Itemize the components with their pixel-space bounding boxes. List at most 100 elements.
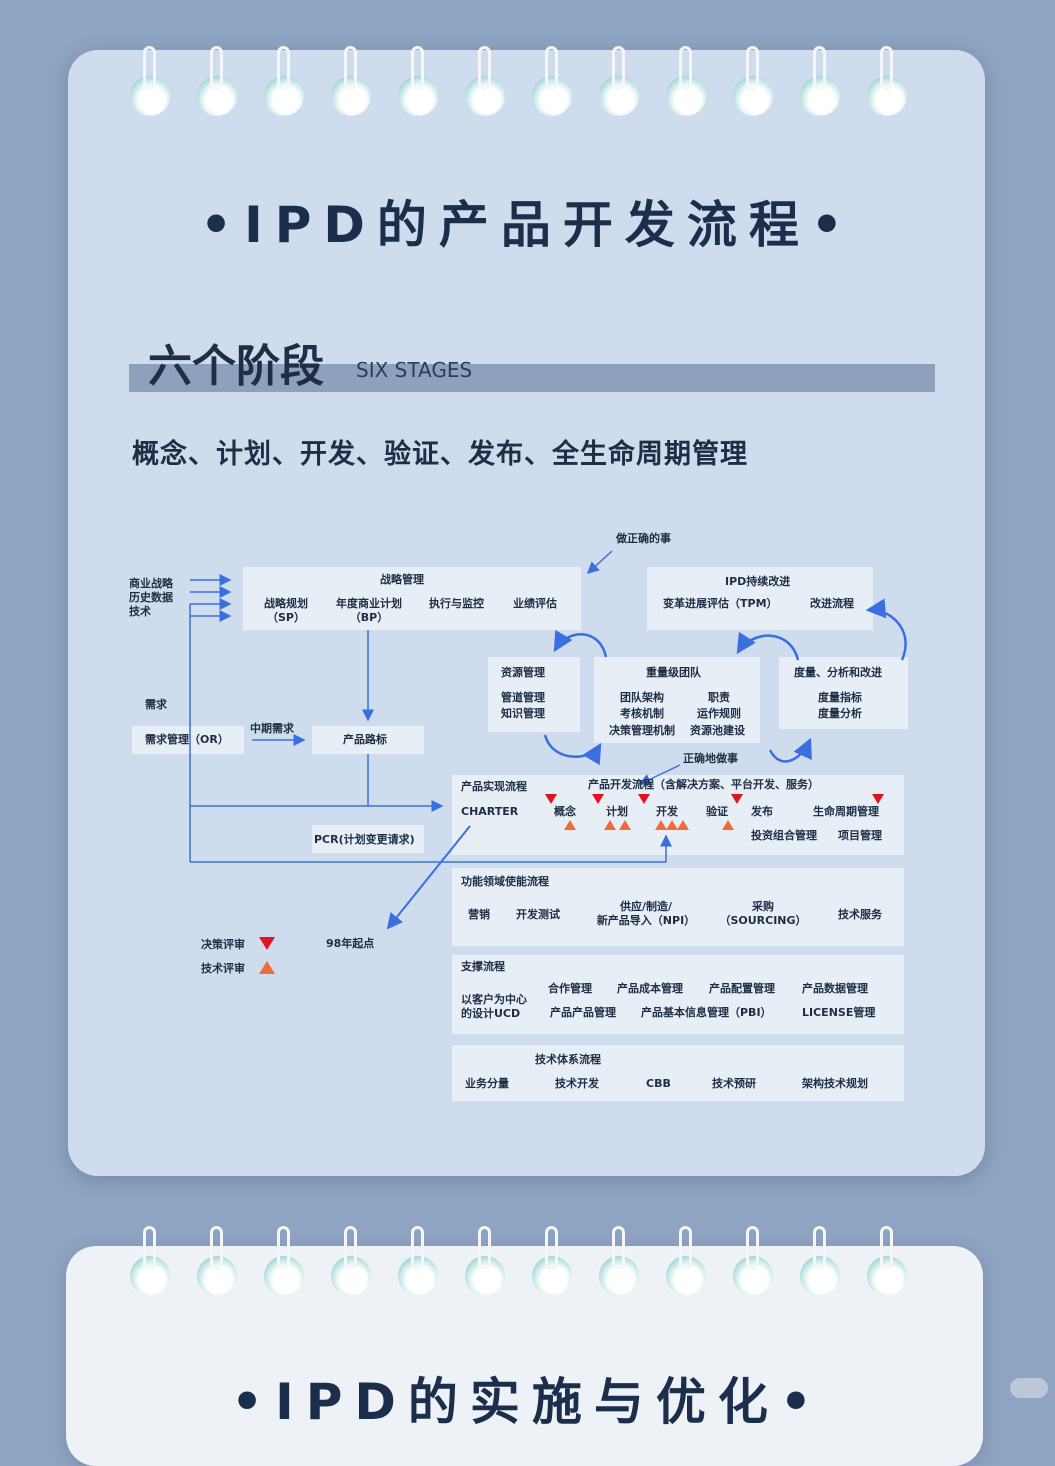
tech-item: 技术开发: [555, 1077, 599, 1090]
roadmap-label: 产品路标: [343, 733, 387, 746]
phase-label: 概念: [554, 805, 576, 818]
tech-item: CBB: [646, 1077, 671, 1090]
tech-review-icon: [655, 820, 667, 830]
pcr-label: PCR(计划变更请求): [314, 833, 415, 846]
support-item: 以客户为中心 的设计UCD: [461, 993, 527, 1020]
tech-review-icon: [619, 820, 631, 830]
start-98-label: 98年起点: [326, 937, 375, 950]
ring-icon: [331, 1226, 371, 1296]
legend-tech-icon: [259, 961, 275, 974]
product-flow-box: [452, 775, 904, 855]
decision-review-icon: [545, 794, 557, 804]
ipd-improve-box: [647, 567, 873, 630]
heavy-team-box: [594, 657, 760, 743]
heavy-team-item: 职责: [708, 691, 730, 704]
ipd-improve-item: 改进流程: [810, 597, 854, 610]
tech-item: 架构技术规划: [802, 1077, 868, 1090]
tech-item: 业务分量: [465, 1077, 509, 1090]
tech-flow-title: 技术体系流程: [535, 1053, 601, 1066]
diagram-connectors: [189, 550, 907, 930]
function-flow-title: 功能领域使能流程: [461, 875, 549, 888]
ring-icon: [867, 46, 907, 116]
ring-icon: [666, 1226, 706, 1296]
ring-icon: [264, 1226, 304, 1296]
ring-icon: [733, 1226, 773, 1296]
ring-icon: [331, 46, 371, 116]
measure-box: [779, 657, 908, 729]
tech-flow-box: [452, 1045, 904, 1101]
function-item: 供应/制造/ 新产品导入（NPI）: [596, 900, 696, 927]
measure-item: 度量指标: [818, 691, 862, 704]
pcr-box: [312, 825, 424, 853]
strategy-item: 业绩评估: [513, 597, 557, 610]
tech-review-icon: [722, 820, 734, 830]
ring-icon: [599, 1226, 639, 1296]
do-things-right-label: 正确地做事: [683, 752, 738, 765]
legend-tech-label: 技术评审: [201, 962, 245, 975]
heavy-team-item: 决策管理机制: [609, 724, 675, 737]
measure-title: 度量、分析和改进: [794, 666, 882, 679]
strategy-item: 年度商业计划 （BP）: [336, 597, 402, 624]
ring-icon: [465, 1226, 505, 1296]
ring-icon: [465, 46, 505, 116]
resource-box: [488, 657, 580, 732]
do-right-things-label: 做正确的事: [616, 532, 671, 545]
resource-item: 管道管理: [501, 691, 545, 704]
support-item: 产品成本管理: [617, 982, 683, 995]
product-extra-item: 项目管理: [838, 829, 882, 842]
heavy-team-item: 团队架构: [620, 691, 664, 704]
support-item: 产品数据管理: [802, 982, 868, 995]
phase-label: 验证: [706, 805, 728, 818]
ring-icon: [666, 46, 706, 116]
heavy-team-title: 重量级团队: [646, 666, 701, 679]
ring-icon: [197, 1226, 237, 1296]
decision-review-icon: [638, 794, 650, 804]
support-item: 合作管理: [548, 982, 592, 995]
ring-icon: [197, 46, 237, 116]
ring-icon: [398, 46, 438, 116]
phase-label: 生命周期管理: [813, 805, 879, 818]
tech-review-icon: [564, 820, 576, 830]
ring-icon: [867, 1226, 907, 1296]
function-item: 开发测试: [516, 908, 560, 921]
support-flow-box: [452, 955, 904, 1034]
heavy-team-item: 考核机制: [620, 707, 664, 720]
product-dev-title: 产品开发流程（含解决方案、平台开发、服务）: [588, 778, 819, 791]
phase-label: 开发: [656, 805, 678, 818]
ring-icon: [733, 46, 773, 116]
mid-demand-label: 中期需求: [250, 722, 294, 735]
function-flow-box: [452, 868, 904, 946]
input-label: 历史数据: [129, 591, 173, 604]
support-flow-title: 支撑流程: [461, 960, 505, 973]
ring-icon: [599, 46, 639, 116]
measure-item: 度量分析: [818, 707, 862, 720]
support-item: LICENSE管理: [802, 1006, 876, 1019]
ipd-improve-item: 变革进展评估（TPM）: [663, 597, 778, 610]
ipd-improve-title: IPD持续改进: [725, 575, 791, 588]
support-item: 产品配置管理: [709, 982, 775, 995]
resource-item: 资源管理: [501, 666, 545, 679]
ring-icon: [398, 1226, 438, 1296]
heavy-team-item: 运作规则: [697, 707, 741, 720]
tech-review-icon: [666, 820, 678, 830]
support-item: 产品基本信息管理（PBI）: [641, 1006, 772, 1019]
phase-label: 发布: [751, 805, 773, 818]
charter-label: CHARTER: [461, 805, 519, 818]
ring-icon: [130, 1226, 170, 1296]
decision-review-icon: [592, 794, 604, 804]
stages-text: 概念、计划、开发、验证、发布、全生命周期管理: [132, 439, 748, 470]
ring-icon: [532, 1226, 572, 1296]
legend-decision-icon: [259, 937, 275, 950]
tech-item: 技术预研: [712, 1077, 756, 1090]
ring-icon: [532, 46, 572, 116]
strategy-item: 执行与监控: [429, 597, 484, 610]
strategy-item: 战略规划 （SP）: [264, 597, 308, 624]
strategy-title: 战略管理: [380, 573, 424, 586]
ring-icon: [800, 1226, 840, 1296]
function-item: 营销: [468, 908, 490, 921]
watermark-badge: [1010, 1378, 1048, 1398]
roadmap-box: [312, 726, 424, 754]
legend-decision-label: 决策评审: [201, 938, 245, 951]
section-heading: 六个阶段: [148, 341, 324, 392]
next-title: •IPD的实施与优化•: [231, 1373, 824, 1431]
